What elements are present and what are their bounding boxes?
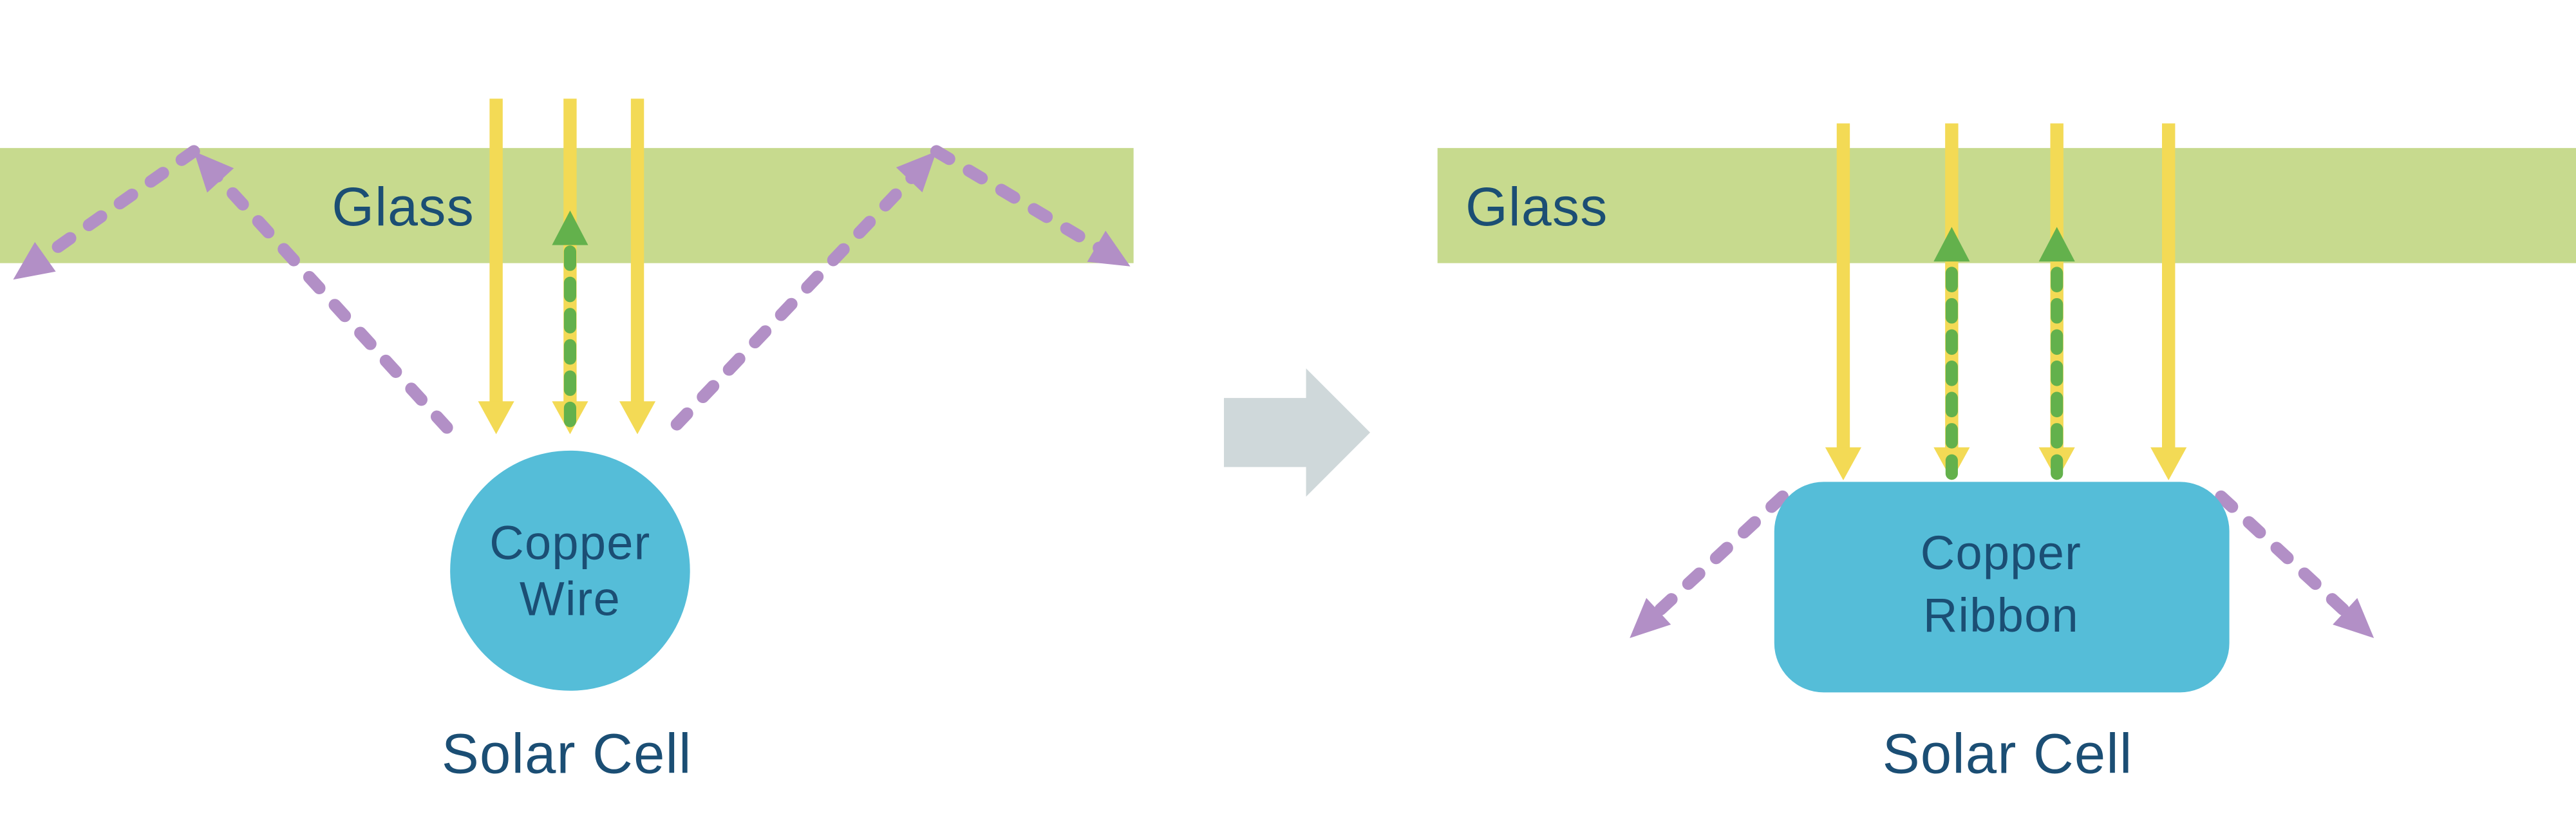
solar-cell-label: Solar Cell (442, 722, 692, 785)
scattered-light-arrow (2215, 490, 2374, 639)
reflected-light-arrow (552, 210, 588, 428)
arrow-head-icon (1933, 227, 1970, 262)
glass-label: Glass (1465, 176, 1608, 237)
solar-cell-label: Solar Cell (1883, 722, 2133, 785)
copper-wire-label-line1: Copper (489, 516, 650, 569)
arrow-head-icon (896, 151, 937, 193)
copper-wire-shape (450, 450, 690, 691)
arrow-shaft (2215, 490, 2356, 621)
copper-ribbon-label-line2: Ribbon (1923, 588, 2079, 642)
glass-label: Glass (332, 176, 475, 237)
arrow-head-icon (619, 401, 656, 435)
transform-arrow-icon (1223, 368, 1371, 497)
sunlight-arrow (619, 99, 656, 435)
arrow-shaft (930, 145, 1109, 256)
scattered-light-arrow (13, 145, 453, 434)
scattered-light-arrow (670, 145, 1131, 431)
arrow-head-icon (552, 210, 588, 245)
arrow-head-icon (2038, 227, 2075, 262)
copper-ribbon-label-line1: Copper (1921, 526, 2082, 579)
arrow-shaft (211, 169, 453, 434)
arrow-head-icon (2333, 598, 2374, 639)
arrow-head-icon (1630, 598, 1671, 639)
scattered-light-arrow (1630, 490, 1789, 639)
sunlight-arrow (2150, 123, 2187, 480)
copper-ribbon-shape (1774, 482, 2230, 693)
reflected-light-arrow (1933, 227, 1970, 480)
arrow-head-icon (13, 241, 56, 280)
sunlight-arrow (1825, 123, 1862, 480)
arrow-head-icon (2150, 447, 2187, 480)
after-panel: Glass Copper Ribbon Solar Cell (1437, 123, 2576, 785)
arrow-head-icon (1825, 447, 1862, 480)
arrow-head-icon (478, 401, 514, 435)
arrow-shaft (670, 169, 920, 431)
arrow-shaft (1648, 490, 1789, 621)
copper-wire-label-line2: Wire (520, 572, 621, 625)
reflected-light-arrow (2038, 227, 2075, 480)
arrow-head-icon (194, 151, 234, 193)
before-panel: Glass Copper Wire Solar Cell (0, 99, 1134, 785)
sunlight-arrow (478, 99, 514, 435)
arrow-head-icon (1087, 231, 1131, 267)
arrow-shaft (33, 145, 200, 267)
glass-layer (1437, 147, 2576, 263)
